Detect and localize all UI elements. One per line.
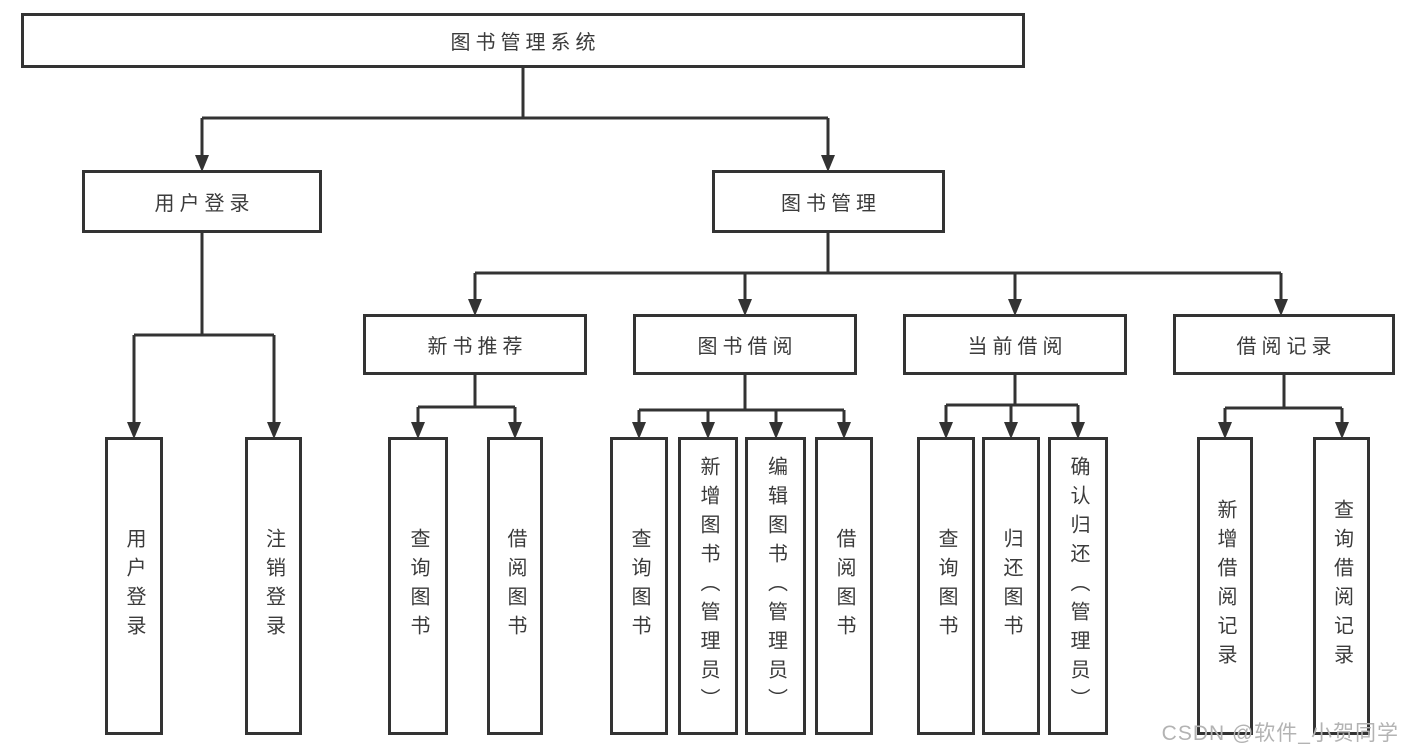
node-label: 借阅图书	[504, 528, 526, 644]
node-label: 编辑图书（管理员）	[764, 455, 787, 717]
node-bb-add-book-admin: 新增图书（管理员）	[678, 437, 738, 735]
edge-new-book-rec-children	[411, 375, 522, 439]
edge-current-borrow-children	[939, 375, 1085, 439]
node-user-login: 用户登录	[82, 170, 322, 233]
node-br-query-record: 查询借阅记录	[1313, 437, 1370, 735]
node-label: 新增图书（管理员）	[697, 455, 719, 717]
node-nb-query-book: 查询图书	[388, 437, 448, 735]
node-root-system: 图书管理系统	[21, 13, 1025, 68]
edge-book-borrow-children	[632, 375, 851, 439]
node-borrowing-records: 借阅记录	[1173, 314, 1395, 375]
csdn-watermark: CSDN @软件_小贺同学	[1161, 722, 1399, 745]
node-new-book-recommendation: 新书推荐	[363, 314, 587, 375]
node-label: 确认归还（管理员）	[1067, 455, 1089, 717]
node-bb-query-book: 查询图书	[610, 437, 668, 735]
node-logout: 注销登录	[245, 437, 302, 735]
node-label: 查询借阅记录	[1330, 499, 1353, 673]
node-bb-borrow-book: 借阅图书	[815, 437, 873, 735]
node-cb-confirm-return-admin: 确认归还（管理员）	[1048, 437, 1108, 735]
node-book-management: 图书管理	[712, 170, 945, 233]
node-label: 查询图书	[935, 528, 957, 644]
node-label: 查询图书	[407, 528, 429, 644]
node-label: 查询图书	[628, 528, 650, 644]
node-br-add-record: 新增借阅记录	[1197, 437, 1253, 735]
node-current-borrowing: 当前借阅	[903, 314, 1127, 375]
node-label: 用户登录	[123, 528, 145, 644]
node-label: 归还图书	[1000, 528, 1022, 644]
node-cb-query-book: 查询图书	[917, 437, 975, 735]
edge-book-mgmt-children	[468, 233, 1288, 316]
edge-user-login-children	[127, 233, 281, 439]
node-label: 注销登录	[262, 528, 285, 644]
node-label: 借阅图书	[833, 528, 855, 644]
edge-root-to-level1	[195, 68, 835, 172]
node-nb-borrow-book: 借阅图书	[487, 437, 543, 735]
node-bb-edit-book-admin: 编辑图书（管理员）	[745, 437, 806, 735]
node-label: 新增借阅记录	[1214, 499, 1236, 673]
edge-borrow-record-children	[1218, 375, 1349, 439]
node-user-login-leaf: 用户登录	[105, 437, 163, 735]
node-book-borrowing: 图书借阅	[633, 314, 857, 375]
node-cb-return-book: 归还图书	[982, 437, 1040, 735]
